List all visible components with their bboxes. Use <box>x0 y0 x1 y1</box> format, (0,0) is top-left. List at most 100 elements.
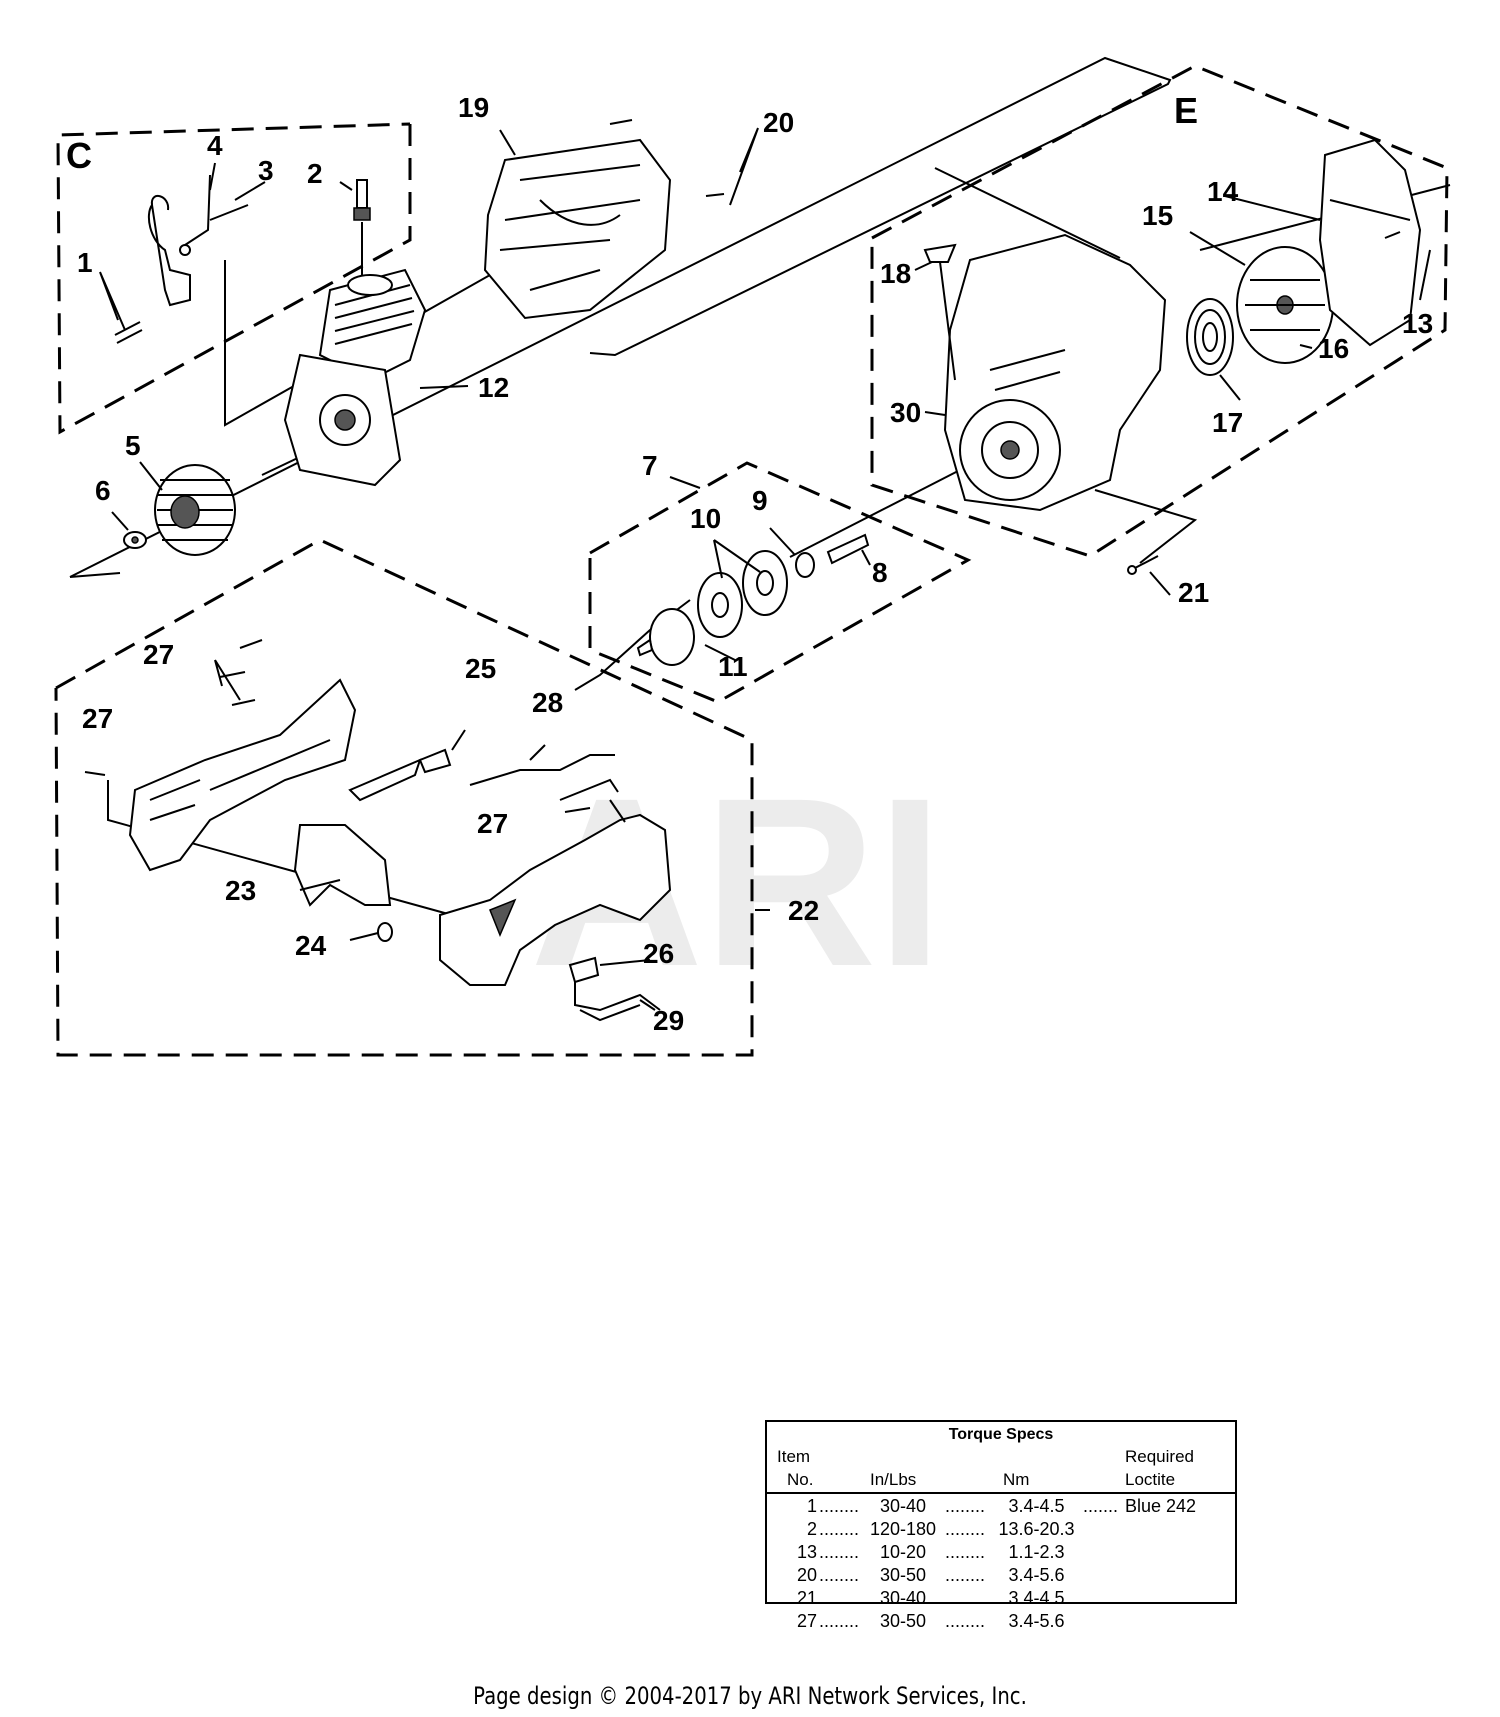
spark-plug-lead <box>184 174 249 246</box>
header-loctite: Loctite <box>1125 1470 1176 1489</box>
section-7-box <box>588 461 972 704</box>
torque-item: 27 <box>796 1611 817 1631</box>
torque-row: 1........30-40........3.4-4.5.......Blue… <box>767 1496 1235 1519</box>
starter-cover-plate <box>1318 138 1422 347</box>
torque-row: 21........30-40........3.4-4.5 <box>767 1588 1235 1611</box>
engine-shroud <box>483 138 672 320</box>
torque-item: 13 <box>796 1542 817 1562</box>
callout-13: 13 <box>1402 308 1433 339</box>
ignition-module <box>147 195 191 307</box>
callout-21: 21 <box>1178 577 1209 608</box>
callout-8: 8 <box>872 557 888 588</box>
screw-13 <box>1384 231 1401 239</box>
section-e-box <box>870 64 1449 558</box>
leader-dots: ........ <box>945 1496 986 1516</box>
rewind-spring <box>1186 298 1234 376</box>
clutch-washer <box>795 552 815 578</box>
torque-inlbs: 30-40 <box>879 1496 927 1516</box>
leader-dots: ........ <box>819 1542 860 1562</box>
screws-20 <box>609 119 725 197</box>
leader-dots: ........ <box>945 1588 986 1608</box>
callout-27-b: 27 <box>82 703 113 734</box>
stop-switch <box>568 956 661 1022</box>
callout-14: 14 <box>1207 176 1239 207</box>
clutch-drum <box>636 608 695 666</box>
callout-19: 19 <box>458 92 489 123</box>
torque-nm: 3.4-5.6 <box>1008 1565 1065 1585</box>
torque-row: 27........ 30-50........ 3.4-5.6 <box>767 1611 1235 1634</box>
torque-row: 20........30-50........3.4-5.6 <box>767 1565 1235 1588</box>
screws-27 <box>84 639 591 813</box>
torque-item: 21 <box>796 1588 817 1608</box>
leader-dots: ........ <box>945 1611 986 1631</box>
header-item: Item <box>777 1447 811 1466</box>
torque-nm: 3.4-4.5 <box>1008 1588 1065 1608</box>
flywheel <box>154 464 236 556</box>
torque-item: 2 <box>806 1519 817 1539</box>
callout-27-a: 27 <box>143 639 174 670</box>
callout-4: 4 <box>207 130 223 161</box>
leader-dots: ........ <box>945 1565 986 1585</box>
callout-10: 10 <box>690 503 721 534</box>
tube-housing <box>439 813 672 986</box>
header-nm: Nm <box>1003 1470 1030 1489</box>
callout-30: 30 <box>890 397 921 428</box>
leader-dots: ........ <box>819 1496 860 1516</box>
torque-inlbs: 10-20 <box>879 1542 927 1562</box>
section-c-box <box>56 122 412 435</box>
spark-plug <box>353 179 371 282</box>
callout-24: 24 <box>295 930 327 961</box>
header-no: No. <box>787 1470 814 1489</box>
torque-inlbs: 30-50 <box>879 1565 927 1585</box>
torque-row: 2........120-180........13.6-20.3 <box>767 1519 1235 1542</box>
leader-dots: ....... <box>1083 1496 1119 1516</box>
callout-17: 17 <box>1212 407 1243 438</box>
leader-dots: ........ <box>945 1542 986 1562</box>
section-22-box <box>54 538 754 1057</box>
callout-3: 3 <box>258 155 274 186</box>
torque-row: 13........10-20........1.1-2.3 <box>767 1542 1235 1565</box>
torque-inlbs: 30-50 <box>879 1611 927 1631</box>
leader-dots: ........ <box>819 1611 860 1631</box>
callout-25: 25 <box>465 653 496 684</box>
callout-11: 11 <box>718 651 748 682</box>
section-label-e: E <box>1174 90 1198 131</box>
starter-handle <box>923 243 957 381</box>
nut-24 <box>377 922 393 942</box>
callout-20: 20 <box>763 107 794 138</box>
page-footer: Page design © 2004-2017 by ARI Network S… <box>473 1682 1027 1710</box>
torque-item: 20 <box>796 1565 817 1585</box>
callout-6: 6 <box>95 475 111 506</box>
torque-loctite: Blue 242 <box>1125 1496 1197 1516</box>
callout-18: 18 <box>880 258 911 289</box>
callout-23: 23 <box>225 875 256 906</box>
header-required: Required <box>1125 1447 1194 1466</box>
torque-nm: 13.6-20.3 <box>998 1519 1075 1539</box>
leader-dots: ........ <box>945 1519 986 1539</box>
leader-lines <box>99 127 1431 1011</box>
callout-27-c: 27 <box>477 808 508 839</box>
throttle-cable <box>469 754 615 786</box>
torque-nm: 3.4-5.6 <box>1008 1611 1065 1631</box>
callout-7: 7 <box>642 450 658 481</box>
throttle-trigger <box>348 748 452 802</box>
torque-inlbs: 30-40 <box>879 1588 927 1608</box>
screws-1 <box>114 321 143 344</box>
callout-2: 2 <box>307 158 323 189</box>
callout-26: 26 <box>643 938 674 969</box>
callout-22: 22 <box>788 895 819 926</box>
recoil-housing <box>943 233 1167 512</box>
screw-21 <box>1127 555 1159 575</box>
torque-specs-table: Torque Specs Item No. In/Lbs Nm Required… <box>765 1420 1237 1631</box>
callout-5: 5 <box>125 430 141 461</box>
torque-specs-title: Torque Specs <box>948 1426 1054 1443</box>
header-inlbs: In/Lbs <box>870 1470 917 1489</box>
callout-9: 9 <box>752 485 768 516</box>
callout-28: 28 <box>532 687 563 718</box>
callout-1: 1 <box>77 247 93 278</box>
callout-29: 29 <box>653 1005 684 1036</box>
torque-inlbs: 120-180 <box>869 1519 937 1539</box>
clutch-spacer <box>826 533 870 565</box>
torque-nm: 3.4-4.5 <box>1008 1496 1065 1516</box>
